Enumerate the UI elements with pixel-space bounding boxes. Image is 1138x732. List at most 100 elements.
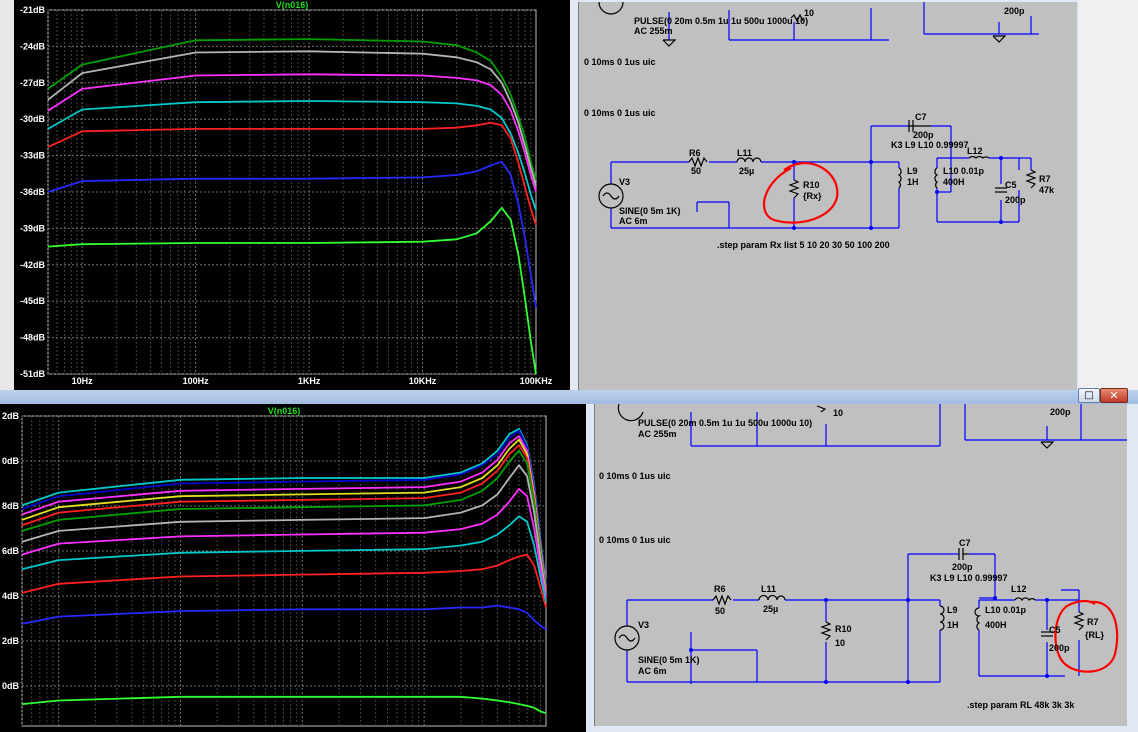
c5-value: 200p xyxy=(1049,643,1070,653)
close-button[interactable]: ✕ xyxy=(1100,388,1128,403)
c7-label: C7 xyxy=(915,112,927,122)
trace-series-6[interactable] xyxy=(21,449,547,594)
r10-value: 10 xyxy=(835,638,845,648)
y-tick-label: 0dB xyxy=(2,456,20,466)
trace-series-9[interactable] xyxy=(21,515,547,603)
main-circuit-components xyxy=(614,548,1085,684)
l9-value: 1H xyxy=(947,620,959,630)
r10-label: R10 xyxy=(835,624,852,634)
r10-label: R10 xyxy=(803,180,820,190)
y-tick-label: -42dB xyxy=(20,260,46,270)
step-directive[interactable]: .step param Rx list 5 10 20 30 50 100 20… xyxy=(717,240,890,250)
l9-label: L9 xyxy=(907,166,918,176)
resistor-top-value: 10 xyxy=(833,408,843,418)
c7-value: 200p xyxy=(913,130,934,140)
r7-value: {RL} xyxy=(1085,630,1104,640)
top-schematic-drawing[interactable]: PULSE(0 20m 0.5m 1u 1u 500u 1000u 10) AC… xyxy=(579,2,1077,390)
trace-series-6[interactable] xyxy=(47,160,537,308)
bottom-waveform-viewer[interactable]: 2dB 0dB 8dB 6dB 4dB 2dB 0dB V(n016) xyxy=(0,404,586,732)
trace-series-4[interactable] xyxy=(21,438,547,590)
step-directive[interactable]: .step param RL 48k 3k 3k xyxy=(967,700,1075,710)
l11-label: L11 xyxy=(737,148,752,158)
sine-ac-text: AC 6m xyxy=(638,666,667,676)
top-waveform-viewer[interactable]: -21dB-24dB-27dB-30dB-33dB-36dB-39dB-42dB… xyxy=(14,0,570,390)
x-tick-label: 10Hz xyxy=(72,376,94,386)
c5-label: C5 xyxy=(1005,180,1017,190)
trace-series-11[interactable] xyxy=(21,604,547,631)
l10-value: 400H xyxy=(985,620,1007,630)
r6-value: 50 xyxy=(715,606,725,616)
y-tick-label: 0dB xyxy=(2,681,20,691)
highlight-circle-rx xyxy=(762,162,839,224)
trace-series-12[interactable] xyxy=(21,695,547,715)
trace-series-4[interactable] xyxy=(47,100,537,211)
trace-series-8[interactable] xyxy=(21,488,547,599)
restore-button[interactable]: □ xyxy=(1078,388,1100,403)
c7-value: 200p xyxy=(952,562,973,572)
y-tick-label: -21dB xyxy=(20,5,46,15)
trace-series-3[interactable] xyxy=(47,73,537,193)
r6-value: 50 xyxy=(691,166,701,176)
v3-label: V3 xyxy=(638,620,649,630)
main-circuit-wires xyxy=(610,125,1032,229)
lower-window-titlebar[interactable] xyxy=(0,390,1138,404)
trace-series-5[interactable] xyxy=(47,121,537,226)
y-tick-label: 2dB xyxy=(2,636,20,646)
trace-series-5[interactable] xyxy=(21,444,547,592)
r6-label: R6 xyxy=(689,148,701,158)
c5-value: 200p xyxy=(1005,195,1026,205)
bottom-waveform-plot[interactable]: 2dB 0dB 8dB 6dB 4dB 2dB 0dB V(n016) xyxy=(0,404,586,732)
pulse-ac-text: AC 255m xyxy=(638,429,677,439)
trace-series-2[interactable] xyxy=(47,50,537,187)
tran-directive-1[interactable]: 0 10ms 0 1us uic xyxy=(584,57,656,67)
bottom-schematic-drawing[interactable]: PULSE(0 20m 0.5m 1u 1u 500u 1000u 10) AC… xyxy=(595,404,1127,726)
trace-series-7[interactable] xyxy=(47,206,537,375)
y-tick-label: 2dB xyxy=(2,411,20,421)
pulse-source-partial xyxy=(598,2,1039,47)
l11-value: 25µ xyxy=(763,604,778,614)
tran-directive-2[interactable]: 0 10ms 0 1us uic xyxy=(599,535,671,545)
x-tick-label: 100Hz xyxy=(183,376,210,386)
main-circuit-components xyxy=(598,120,1037,230)
l12-label: L12 xyxy=(967,146,983,156)
l11-label: L11 xyxy=(761,584,776,594)
y-tick-label: -36dB xyxy=(20,187,46,197)
top-schematic-canvas[interactable]: PULSE(0 20m 0.5m 1u 1u 500u 1000u 10) AC… xyxy=(578,2,1077,390)
sine-ac-text: AC 6m xyxy=(619,216,648,226)
y-tick-label: 4dB xyxy=(2,591,20,601)
trace-series-7[interactable] xyxy=(21,464,547,595)
c7-label: C7 xyxy=(959,538,971,548)
r6-label: R6 xyxy=(714,584,726,594)
pulse-source-partial xyxy=(617,404,1127,449)
bottom-schematic-canvas[interactable]: PULSE(0 20m 0.5m 1u 1u 500u 1000u 10) AC… xyxy=(594,404,1127,726)
y-tick-label: -51dB xyxy=(20,369,46,379)
y-tick-label: -48dB xyxy=(20,333,46,343)
trace-title[interactable]: V(n016) xyxy=(268,406,301,416)
y-tick-label: -27dB xyxy=(20,78,46,88)
trace-series-1[interactable] xyxy=(47,38,537,181)
tran-directive-2[interactable]: 0 10ms 0 1us uic xyxy=(584,108,656,118)
x-tick-label: 10KHz xyxy=(409,376,437,386)
tran-directive-1[interactable]: 0 10ms 0 1us uic xyxy=(599,471,671,481)
r7-label: R7 xyxy=(1087,617,1099,627)
v3-label: V3 xyxy=(619,177,630,187)
top-waveform-plot[interactable]: -21dB-24dB-27dB-30dB-33dB-36dB-39dB-42dB… xyxy=(14,0,570,390)
top-left-strip xyxy=(0,0,14,390)
coupling-k3-text: K3 L9 L10 0.99997 xyxy=(930,573,1008,583)
y-tick-label: -30dB xyxy=(20,114,46,124)
y-tick-label: -39dB xyxy=(20,223,46,233)
y-tick-label: 8dB xyxy=(2,501,20,511)
pulse-source-text: PULSE(0 20m 0.5m 1u 1u 500u 1000u 10) xyxy=(638,418,812,428)
l10-label: L10 0.01p xyxy=(985,605,1027,615)
trace-series-3[interactable] xyxy=(21,435,547,588)
l10-value: 400H xyxy=(943,177,965,187)
capacitor-top-value: 200p xyxy=(1004,6,1025,16)
c5-label: C5 xyxy=(1049,625,1061,635)
coupling-k3-text: K3 L9 L10 0.99997 xyxy=(891,140,969,150)
trace-series-10[interactable] xyxy=(21,553,547,608)
y-tick-label: 6dB xyxy=(2,546,20,556)
l9-value: 1H xyxy=(907,177,919,187)
l12-label: L12 xyxy=(1011,584,1027,594)
trace-title[interactable]: V(n016) xyxy=(276,0,309,10)
x-tick-label: 100KHz xyxy=(520,376,553,386)
